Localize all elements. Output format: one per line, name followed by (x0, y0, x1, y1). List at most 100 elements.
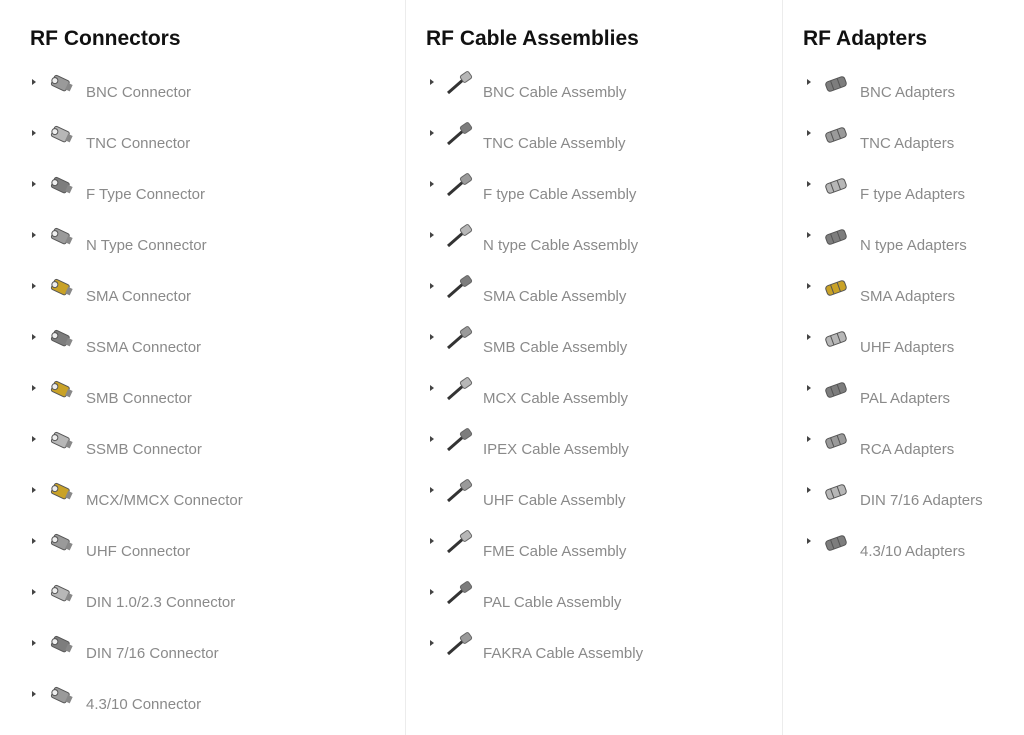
item-link[interactable]: SSMB Connector (86, 441, 202, 458)
list-item[interactable]: UHF Cable Assembly (426, 479, 786, 523)
list-item[interactable]: 4.3/10 Adapters (803, 534, 1024, 574)
item-link[interactable]: DIN 7/16 Connector (86, 645, 219, 662)
pal-cable-icon[interactable] (444, 579, 474, 609)
bnc-cable-icon[interactable] (444, 69, 474, 99)
uhf-connector-icon[interactable] (46, 528, 76, 558)
din-716-adapter-icon[interactable] (821, 477, 851, 507)
list-item[interactable]: RCA Adapters (803, 432, 1024, 472)
n-type-connector-icon[interactable] (46, 222, 76, 252)
fme-cable-icon[interactable] (444, 528, 474, 558)
item-link[interactable]: N type Cable Assembly (483, 237, 639, 254)
item-link[interactable]: PAL Cable Assembly (483, 594, 622, 611)
uhf-adapter-icon[interactable] (821, 324, 851, 354)
list-item[interactable]: SMB Cable Assembly (426, 326, 786, 370)
item-link[interactable]: SSMA Connector (86, 339, 202, 356)
mcx-cable-icon[interactable] (444, 375, 474, 405)
item-link[interactable]: F Type Connector (86, 186, 205, 203)
f-type-adapter-icon[interactable] (821, 171, 851, 201)
list-item[interactable]: N Type Connector (28, 227, 388, 268)
item-link[interactable]: TNC Cable Assembly (483, 135, 626, 152)
list-item[interactable]: SMA Adapters (803, 279, 1024, 319)
list-item[interactable]: PAL Adapters (803, 381, 1024, 421)
tnc-adapter-icon[interactable] (821, 120, 851, 150)
list-item[interactable]: F type Adapters (803, 177, 1024, 217)
item-link[interactable]: FME Cable Assembly (483, 543, 627, 560)
item-link[interactable]: UHF Cable Assembly (483, 492, 626, 509)
item-link[interactable]: UHF Connector (86, 543, 191, 560)
item-link[interactable]: F type Adapters (860, 186, 966, 203)
item-link[interactable]: BNC Cable Assembly (483, 84, 627, 101)
item-link[interactable]: PAL Adapters (860, 390, 951, 407)
din-connector-icon[interactable] (46, 579, 76, 609)
list-item[interactable]: N type Adapters (803, 228, 1024, 268)
list-item[interactable]: TNC Adapters (803, 126, 1024, 166)
43-10-connector-icon[interactable] (46, 681, 76, 711)
list-item[interactable]: DIN 7/16 Adapters (803, 483, 1024, 523)
item-link[interactable]: FAKRA Cable Assembly (483, 645, 644, 662)
list-item[interactable]: BNC Adapters (803, 75, 1024, 115)
list-item[interactable]: N type Cable Assembly (426, 224, 786, 268)
item-link[interactable]: N type Adapters (860, 237, 967, 254)
list-item[interactable]: F Type Connector (28, 176, 388, 217)
n-type-adapter-icon[interactable] (821, 222, 851, 252)
list-item[interactable]: TNC Cable Assembly (426, 122, 786, 166)
list-item[interactable]: UHF Adapters (803, 330, 1024, 370)
fakra-cable-icon[interactable] (444, 630, 474, 660)
f-type-cable-icon[interactable] (444, 171, 474, 201)
item-link[interactable]: TNC Adapters (860, 135, 955, 152)
list-item[interactable]: TNC Connector (28, 125, 388, 166)
uhf-cable-icon[interactable] (444, 477, 474, 507)
list-item[interactable]: MCX/MMCX Connector (28, 482, 388, 523)
tnc-cable-icon[interactable] (444, 120, 474, 150)
list-item[interactable]: MCX Cable Assembly (426, 377, 786, 421)
tnc-connector-icon[interactable] (46, 120, 76, 150)
sma-cable-icon[interactable] (444, 273, 474, 303)
sma-connector-icon[interactable] (46, 273, 76, 303)
bnc-adapter-icon[interactable] (821, 69, 851, 99)
item-link[interactable]: TNC Connector (86, 135, 191, 152)
item-link[interactable]: F type Cable Assembly (483, 186, 637, 203)
f-type-connector-icon[interactable] (46, 171, 76, 201)
list-item[interactable]: SSMB Connector (28, 431, 388, 472)
item-link[interactable]: UHF Adapters (860, 339, 955, 356)
list-item[interactable]: SSMA Connector (28, 329, 388, 370)
ipex-cable-icon[interactable] (444, 426, 474, 456)
item-link[interactable]: BNC Connector (86, 84, 192, 101)
item-link[interactable]: SMA Cable Assembly (483, 288, 627, 305)
item-link[interactable]: 4.3/10 Connector (86, 696, 202, 713)
list-item[interactable]: PAL Cable Assembly (426, 581, 786, 625)
pal-adapter-icon[interactable] (821, 375, 851, 405)
list-item[interactable]: FAKRA Cable Assembly (426, 632, 786, 676)
rca-adapter-icon[interactable] (821, 426, 851, 456)
item-link[interactable]: MCX Cable Assembly (483, 390, 629, 407)
item-link[interactable]: DIN 7/16 Adapters (860, 492, 983, 509)
item-link[interactable]: SMA Adapters (860, 288, 956, 305)
smb-cable-icon[interactable] (444, 324, 474, 354)
mcx-connector-icon[interactable] (46, 477, 76, 507)
list-item[interactable]: SMA Cable Assembly (426, 275, 786, 319)
list-item[interactable]: F type Cable Assembly (426, 173, 786, 217)
item-link[interactable]: SMB Connector (86, 390, 192, 407)
list-item[interactable]: FME Cable Assembly (426, 530, 786, 574)
din-716-connector-icon[interactable] (46, 630, 76, 660)
list-item[interactable]: BNC Connector (28, 74, 388, 115)
ssma-connector-icon[interactable] (46, 324, 76, 354)
item-link[interactable]: BNC Adapters (860, 84, 956, 101)
list-item[interactable]: DIN 1.0/2.3 Connector (28, 584, 388, 625)
43-10-adapter-icon[interactable] (821, 528, 851, 558)
list-item[interactable]: IPEX Cable Assembly (426, 428, 786, 472)
list-item[interactable]: BNC Cable Assembly (426, 71, 786, 115)
item-link[interactable]: SMB Cable Assembly (483, 339, 628, 356)
n-type-cable-icon[interactable] (444, 222, 474, 252)
list-item[interactable]: 4.3/10 Connector (28, 686, 388, 727)
item-link[interactable]: N Type Connector (86, 237, 207, 254)
list-item[interactable]: UHF Connector (28, 533, 388, 574)
smb-connector-icon[interactable] (46, 375, 76, 405)
sma-adapter-icon[interactable] (821, 273, 851, 303)
item-link[interactable]: SMA Connector (86, 288, 192, 305)
item-link[interactable]: RCA Adapters (860, 441, 955, 458)
list-item[interactable]: SMB Connector (28, 380, 388, 421)
list-item[interactable]: SMA Connector (28, 278, 388, 319)
item-link[interactable]: DIN 1.0/2.3 Connector (86, 594, 236, 611)
bnc-connector-icon[interactable] (46, 69, 76, 99)
